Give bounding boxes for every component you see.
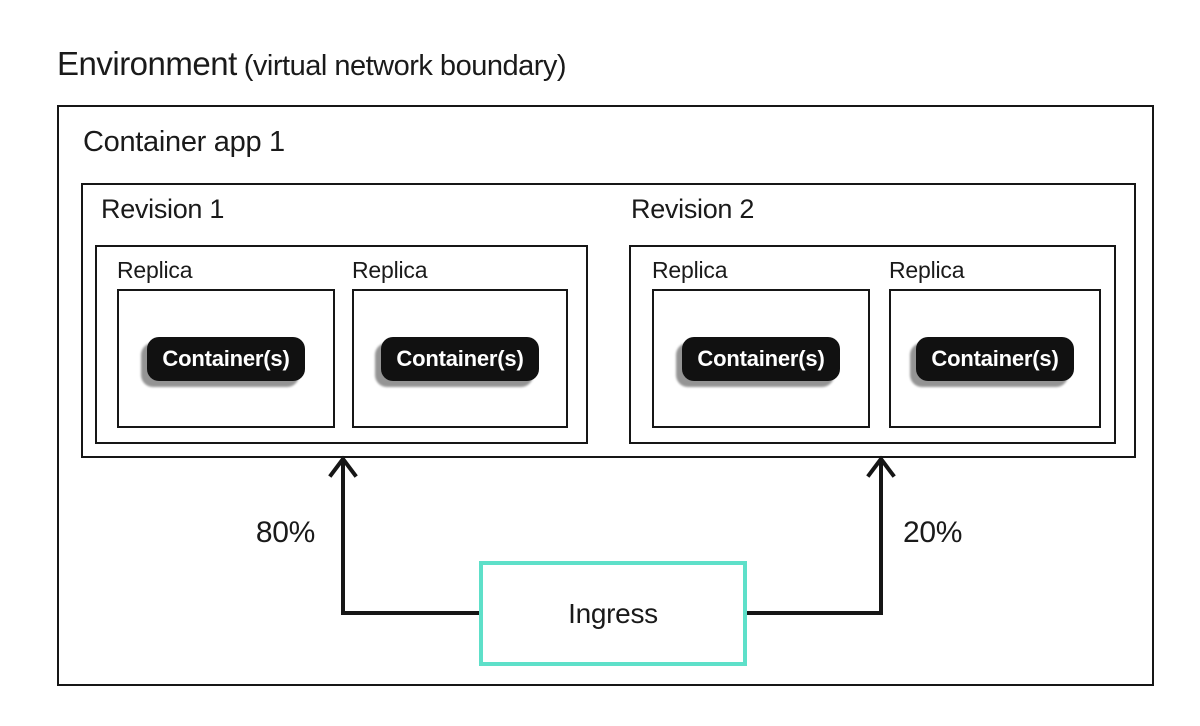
ingress-label: Ingress bbox=[568, 597, 658, 629]
replica-unit: Replica Container(s) bbox=[652, 253, 870, 428]
traffic-percent-left: 80% bbox=[255, 516, 315, 549]
replica-box: Container(s) bbox=[352, 289, 568, 428]
containers-pill: Container(s) bbox=[916, 336, 1074, 381]
replica-box: Container(s) bbox=[889, 289, 1101, 428]
replica-label: Replica bbox=[117, 257, 193, 283]
containers-pill: Container(s) bbox=[147, 336, 305, 381]
revision-2-box: Replica Container(s) Replica Container(s… bbox=[629, 245, 1116, 444]
revision-1-box: Replica Container(s) Replica Container(s… bbox=[95, 245, 588, 444]
replica-label: Replica bbox=[652, 257, 728, 283]
replica-label: Replica bbox=[889, 257, 965, 283]
revision-1-label: Revision 1 bbox=[101, 194, 225, 224]
environment-box: Container app 1 Revision 1 Replica Conta… bbox=[57, 105, 1154, 686]
title-main: Environment bbox=[57, 45, 237, 82]
replica-label: Replica bbox=[352, 257, 428, 283]
containers-pill: Container(s) bbox=[682, 336, 840, 381]
replica-unit: Replica Container(s) bbox=[889, 253, 1101, 428]
replica-unit: Replica Container(s) bbox=[117, 253, 335, 428]
revision-2-label: Revision 2 bbox=[631, 194, 755, 224]
replica-box: Container(s) bbox=[117, 289, 335, 428]
container-app-label: Container app 1 bbox=[83, 126, 285, 158]
replica-unit: Replica Container(s) bbox=[352, 253, 568, 428]
containers-pill: Container(s) bbox=[381, 336, 539, 381]
diagram-title: Environment(virtual network boundary) bbox=[57, 45, 567, 83]
ingress-box: Ingress bbox=[479, 561, 747, 666]
title-qualifier: (virtual network boundary) bbox=[243, 50, 567, 82]
container-app-box: Revision 1 Replica Container(s) Replica … bbox=[81, 183, 1136, 458]
replica-box: Container(s) bbox=[652, 289, 870, 428]
traffic-percent-right: 20% bbox=[903, 516, 963, 549]
